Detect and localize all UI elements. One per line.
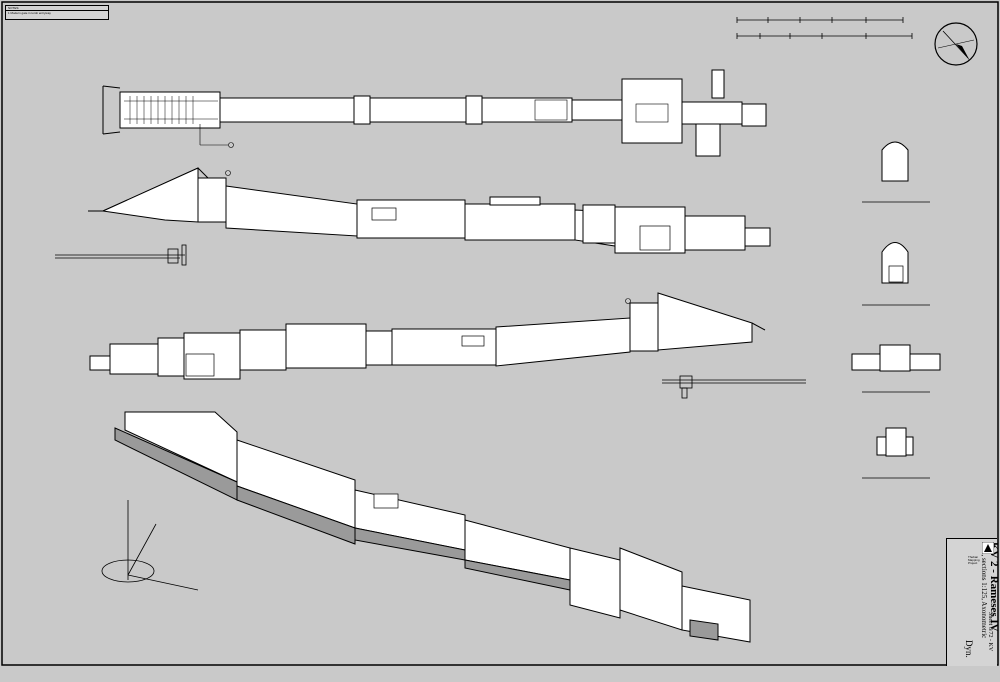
north-arrow-icon bbox=[934, 22, 978, 66]
key-plan-1 bbox=[55, 244, 187, 266]
tomb-section-lower bbox=[89, 292, 766, 380]
logo-text: Theban Mapping Project bbox=[968, 556, 994, 565]
notes-box: NOTES: 1 Modern gate in tomb entryway bbox=[5, 5, 109, 20]
logo-line-1: Theban bbox=[968, 555, 979, 559]
axis-glyph bbox=[101, 500, 199, 591]
cross-sections bbox=[851, 141, 941, 479]
logo-icon bbox=[982, 542, 994, 554]
scale-bars bbox=[736, 17, 913, 39]
key-plan-2 bbox=[662, 375, 806, 399]
tomb-axonometric bbox=[114, 411, 751, 643]
dynasty-label: Dyn. bbox=[964, 640, 974, 658]
notes-item-number: 1 bbox=[8, 11, 10, 15]
logo-line-2: Mapping bbox=[968, 558, 980, 562]
title-block bbox=[946, 538, 997, 666]
tomb-section-upper bbox=[88, 167, 771, 254]
notes-item: 1 Modern gate in tomb entryway bbox=[6, 11, 108, 15]
logo-line-3: Project bbox=[968, 561, 978, 565]
tomb-plan bbox=[102, 69, 767, 157]
drawing-sheet bbox=[1, 1, 999, 666]
sheet-border bbox=[1, 1, 999, 666]
sheet-number: Sheet 8/72 - KV bbox=[987, 612, 993, 652]
notes-header: NOTES: bbox=[6, 6, 108, 11]
notes-item-text: Modern gate in tomb entryway bbox=[10, 11, 51, 15]
